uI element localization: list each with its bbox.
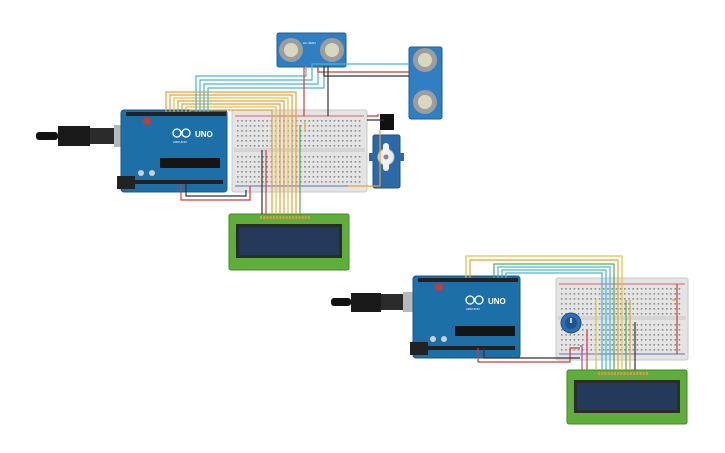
usb-cable-2[interactable] — [331, 292, 417, 312]
servo-motor[interactable] — [369, 114, 404, 189]
ultrasonic-sensor-1[interactable]: HC-SR04 — [276, 32, 347, 68]
lcd-pins — [598, 372, 648, 375]
usb-cable-1[interactable] — [36, 125, 128, 147]
potentiometer[interactable] — [560, 312, 582, 334]
arduino-logo-icon — [172, 128, 191, 138]
ultrasonic-sensor-label: HC-SR04 — [303, 41, 316, 45]
arduino-brand-label: ARDUINO — [466, 307, 481, 311]
arduino-brand-label: ARDUINO — [173, 140, 188, 144]
lcd-display-2[interactable] — [566, 369, 688, 425]
lcd-display-1[interactable] — [228, 213, 350, 271]
circuit-2: UNO ARDUINO — [331, 255, 689, 425]
circuit-1: UNO ARDUINO HC-SR04 — [36, 32, 443, 271]
arduino-model-label: UNO — [488, 297, 506, 306]
wires-circuit-2 — [465, 255, 678, 370]
arduino-logo-icon — [465, 295, 484, 305]
arduino-model-label: UNO — [195, 130, 213, 139]
arduino-uno-1[interactable]: UNO ARDUINO — [117, 109, 228, 193]
lcd-pins — [260, 216, 310, 219]
ultrasonic-sensor-2[interactable] — [408, 46, 443, 120]
arduino-uno-2[interactable]: UNO ARDUINO — [410, 275, 521, 359]
wires-circuit-1 — [165, 63, 409, 214]
